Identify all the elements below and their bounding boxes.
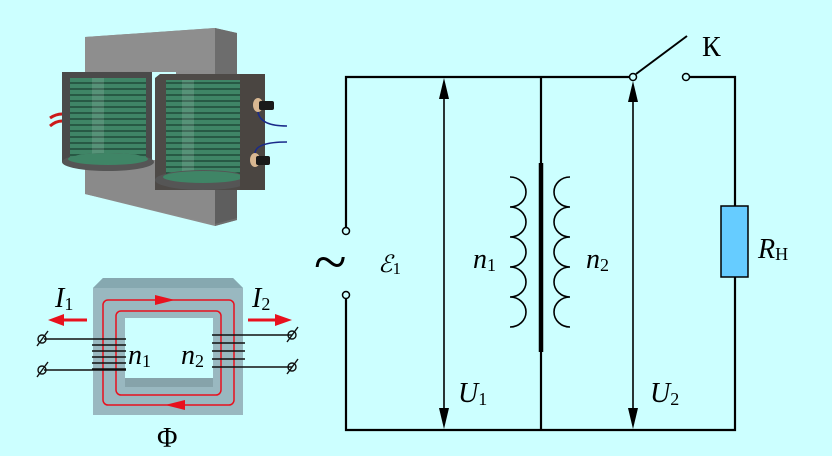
core-schematic: I1 I2 n1 n2 Φ (36, 278, 299, 454)
voltage-u1-label: U1 (458, 378, 487, 409)
load-resistor (720, 205, 749, 278)
secondary-coil-symbol (553, 176, 571, 328)
current-out-arrow (248, 314, 292, 326)
current-out-label: I2 (251, 283, 270, 314)
input-leads (49, 112, 63, 128)
voltage-u2-arrow (628, 81, 638, 429)
switch-label: К (702, 32, 721, 63)
current-in-arrow (48, 314, 87, 326)
secondary-coil (155, 74, 265, 190)
secondary-terminals (286, 326, 299, 375)
primary-coil-symbol (509, 176, 527, 328)
voltage-u2-label: U2 (650, 378, 679, 409)
core-window (125, 318, 213, 387)
source-terminals (341, 226, 351, 300)
primary-turns-label: n1 (128, 340, 151, 371)
ac-source-symbol: ~ (314, 229, 346, 295)
primary-coil (62, 72, 154, 171)
secondary-winding (212, 334, 292, 368)
transformer-3d-illustration (49, 28, 288, 226)
secondary-turns-label: n2 (181, 340, 204, 371)
flux-arrow-bottom (165, 400, 185, 410)
emf-label: ℰ1 (378, 252, 401, 278)
switch-k[interactable] (628, 35, 691, 82)
flux-loop-inner (115, 310, 222, 396)
output-terminals (250, 98, 288, 167)
secondary-coil-label: n2 (586, 244, 609, 275)
load-label: RН (757, 234, 788, 265)
current-in-label: I1 (54, 283, 73, 314)
circuit-diagram: ~ ℰ1 U1 n1 n2 U2 К (314, 32, 788, 432)
voltage-u1-arrow (439, 78, 449, 429)
primary-terminals (36, 330, 49, 378)
primary-winding (44, 338, 126, 371)
flux-label: Φ (157, 423, 177, 454)
flux-arrow-top (155, 295, 175, 305)
circuit-wires (344, 75, 737, 432)
primary-coil-label: n1 (473, 244, 496, 275)
